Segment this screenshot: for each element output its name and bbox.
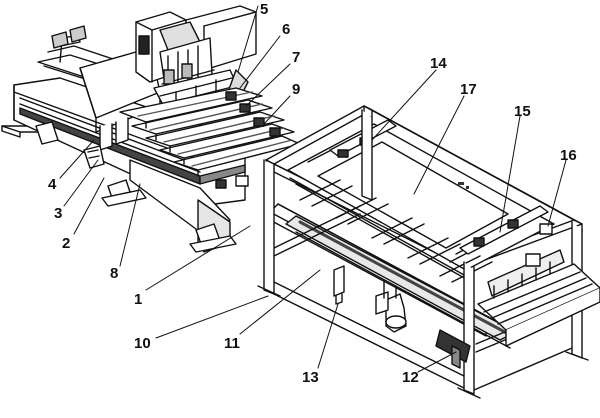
label-14: 14 bbox=[430, 55, 447, 72]
label-16: 16 bbox=[560, 147, 577, 164]
label-10: 10 bbox=[134, 335, 151, 352]
leader-6 bbox=[239, 35, 281, 89]
label-15: 15 bbox=[514, 103, 531, 120]
label-3: 3 bbox=[54, 205, 63, 222]
leader-8 bbox=[119, 183, 141, 267]
leader-9 bbox=[263, 95, 291, 125]
label-6: 6 bbox=[282, 21, 291, 38]
leader-10 bbox=[155, 295, 269, 339]
label-12: 12 bbox=[402, 369, 419, 386]
leader-4 bbox=[59, 139, 95, 179]
leader-2 bbox=[73, 177, 105, 235]
label-1: 1 bbox=[134, 291, 143, 308]
label-9: 9 bbox=[292, 81, 301, 98]
label-5: 5 bbox=[260, 1, 269, 18]
label-7: 7 bbox=[292, 49, 301, 66]
leader-11 bbox=[239, 269, 321, 335]
output-frame bbox=[257, 105, 600, 399]
leader-7 bbox=[245, 63, 291, 107]
leader-5 bbox=[237, 5, 259, 73]
processing-machine bbox=[1, 5, 301, 253]
leader-12 bbox=[417, 351, 457, 373]
leader-13 bbox=[317, 303, 339, 369]
label-11: 11 bbox=[224, 335, 240, 352]
label-13: 13 bbox=[302, 369, 319, 386]
label-2: 2 bbox=[62, 235, 71, 252]
label-17: 17 bbox=[460, 81, 477, 98]
leader-3 bbox=[63, 159, 99, 207]
leader-1 bbox=[145, 225, 251, 291]
leader-17 bbox=[413, 95, 465, 195]
label-4: 4 bbox=[48, 176, 57, 193]
leader-15 bbox=[499, 115, 521, 233]
label-8: 8 bbox=[110, 265, 119, 282]
leader-14 bbox=[371, 69, 437, 141]
leader-16 bbox=[547, 159, 567, 227]
leader-lines bbox=[59, 5, 567, 373]
